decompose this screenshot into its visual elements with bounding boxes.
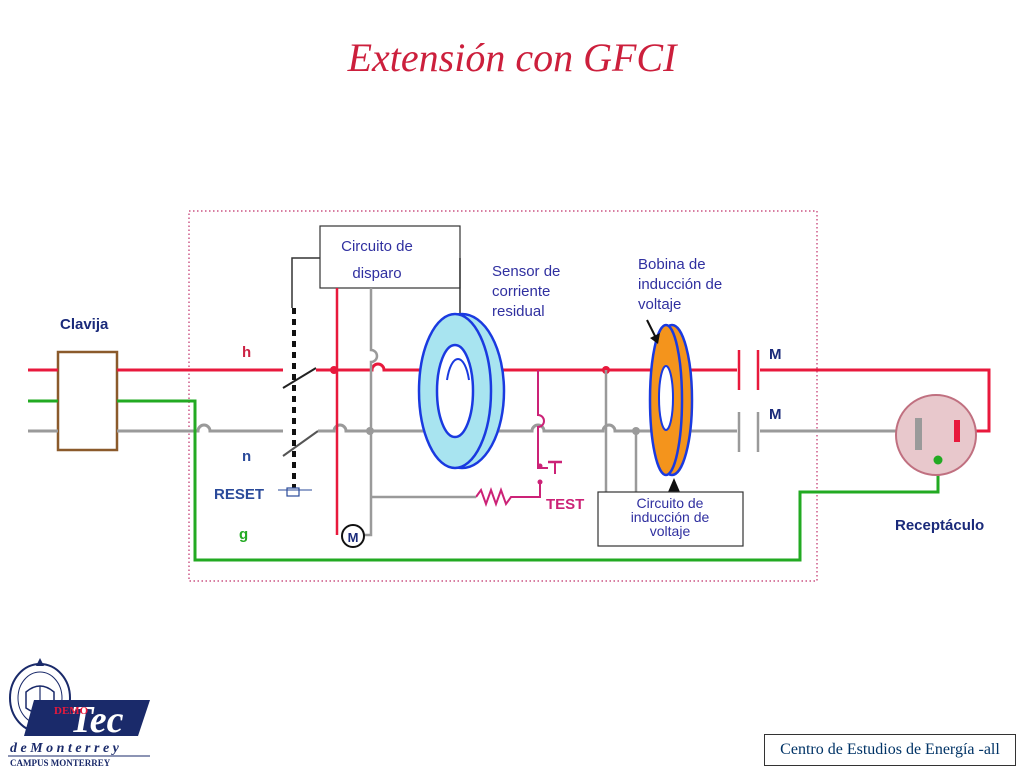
- hot-switch: [282, 367, 317, 389]
- footer-credit: Centro de Estudios de Energía -all: [764, 734, 1016, 766]
- logo-demo-text: DEMO: [54, 705, 89, 717]
- test-label: TEST: [546, 496, 584, 513]
- logo-monterrey-text: d e M o n t e r r e y: [10, 741, 120, 756]
- trip-circuit-left-lead: [291, 257, 320, 308]
- test-resistor: [475, 482, 541, 507]
- sensor-label-1: Sensor de: [492, 263, 560, 280]
- neutral-wire-in: [117, 423, 283, 433]
- coil-label-arrow: [646, 319, 656, 337]
- circuit-arrow: [668, 478, 680, 492]
- coil-label-2: inducción de: [638, 276, 722, 293]
- motor-label: M: [348, 530, 359, 545]
- logo-tec-text: Tec: [70, 699, 124, 741]
- trip-circuit-box: [319, 225, 461, 289]
- ground-wire: [117, 399, 940, 562]
- neutral-switch: [282, 430, 319, 457]
- neutral-wire-main: [318, 423, 737, 433]
- contact-m-neutral-label: M: [769, 406, 782, 423]
- sensor-label-2: corriente: [492, 283, 550, 300]
- test-circuit-loop: [537, 370, 548, 469]
- voltage-circuit-label-1: Circuito de: [637, 495, 704, 511]
- gfci-boundary: [188, 210, 818, 582]
- voltage-induction-circuit-box: [597, 491, 744, 547]
- clavija-label: Clavija: [60, 316, 109, 333]
- solenoid-motor: [341, 524, 365, 548]
- contact-m-hot-label: M: [769, 346, 782, 363]
- voltage-circuit-label-3: voltaje: [650, 523, 691, 539]
- neutral-label: n: [242, 448, 251, 465]
- voltage-circuit-label-2: inducción de: [631, 509, 710, 525]
- slide-title: Extensión con GFCI: [347, 35, 677, 80]
- hot-label: h: [242, 344, 251, 361]
- coil-label-1: Bobina de: [638, 256, 706, 273]
- trip-circuit-label-2: disparo: [352, 265, 401, 282]
- logo-campus-text: CAMPUS MONTERREY: [10, 758, 111, 768]
- clavija-box: [56, 350, 119, 452]
- coil-label-3: voltaje: [638, 296, 681, 313]
- ground-label: g: [239, 526, 248, 543]
- receptaculo-label: Receptáculo: [895, 517, 984, 534]
- receptaculo-outlet: [895, 394, 977, 476]
- tec-monterrey-logo: Tec DEMO d e M o n t e r r e y CAMPUS MO…: [8, 658, 150, 768]
- sensor-label-3: residual: [492, 303, 545, 320]
- trip-circuit-label-1: Circuito de: [341, 238, 413, 255]
- reset-label: RESET: [214, 486, 264, 503]
- trip-neutral-lead: [362, 288, 379, 537]
- reset-button: [286, 487, 300, 497]
